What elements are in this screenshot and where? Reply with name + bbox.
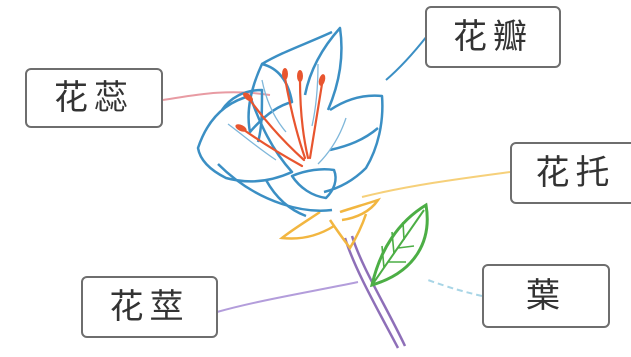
anthers (235, 68, 326, 132)
petal-veins (227, 63, 347, 165)
label-stem: 花莖 (81, 276, 218, 338)
petals (196, 26, 384, 218)
leader-line-receptacle (361, 171, 511, 198)
stamens (242, 76, 324, 168)
leader-line-petal (385, 35, 428, 81)
leader-line-stem (216, 281, 359, 313)
label-stamen: 花蕊 (25, 68, 163, 128)
receptacle (278, 197, 382, 251)
leader-line-leaf (427, 279, 483, 297)
label-leaf: 葉 (482, 264, 610, 328)
leader-line-stamen (162, 91, 271, 101)
label-petal: 花瓣 (425, 6, 561, 68)
stem (343, 235, 407, 349)
leaf (369, 202, 429, 288)
label-receptacle: 花托 (510, 142, 631, 204)
